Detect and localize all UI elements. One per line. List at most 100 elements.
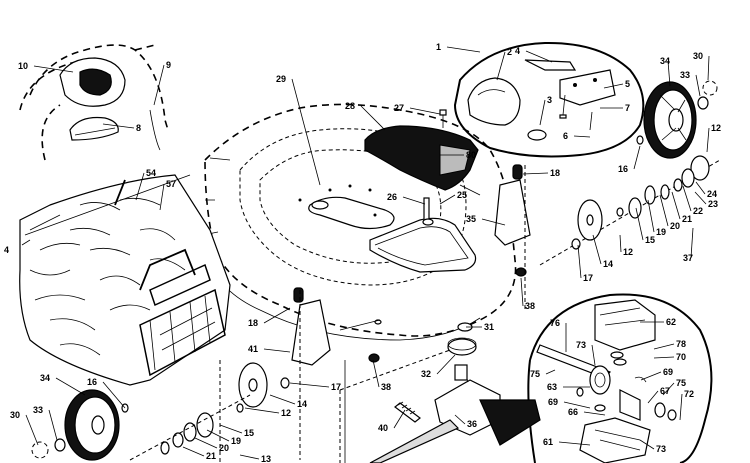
- callout-leader-line: [206, 429, 230, 442]
- callout-number-31: 31: [484, 322, 494, 332]
- bracket-plate-icon: [559, 69, 616, 106]
- callout-number-15: 15: [645, 235, 655, 245]
- callout-number-57: 57: [166, 179, 176, 189]
- callout-number-69: 69: [663, 367, 673, 377]
- callout-number-17: 17: [331, 382, 341, 392]
- callout-leader-line: [583, 411, 606, 416]
- callout-leader-line: [33, 65, 74, 73]
- pinion-gear-icon: [690, 155, 710, 181]
- callout-leader-line: [563, 401, 591, 409]
- callout-leader-line: [159, 183, 165, 211]
- callout-leader-line: [647, 390, 659, 404]
- left-front-parts: [129, 287, 382, 463]
- callout-number-61: 61: [543, 437, 553, 447]
- callout-leader-line: [409, 107, 441, 115]
- handle-top-assembly: [19, 44, 169, 161]
- callout-number-30: 30: [10, 410, 20, 420]
- callout-leader-line: [539, 99, 546, 126]
- callout-number-12: 12: [281, 408, 291, 418]
- callout-leader-line: [219, 424, 243, 434]
- callout-number-14: 14: [603, 259, 613, 269]
- callout-leader-line: [360, 105, 386, 131]
- callout-number-78: 78: [676, 339, 686, 349]
- callout-number-2: 2: [507, 47, 512, 57]
- callout-leader-line: [653, 356, 675, 359]
- callout-leader-line: [707, 55, 710, 81]
- height-adjust-bracket-icon: [494, 179, 531, 246]
- callout-leader-line: [545, 369, 556, 375]
- callout-leader-line: [520, 277, 524, 307]
- height-adjust-bracket-left-icon: [291, 299, 331, 366]
- callout-number-37: 37: [683, 253, 693, 263]
- callout-leader-line: [619, 234, 622, 253]
- adjuster-knob-icon: [512, 164, 523, 180]
- callout-leader-line: [695, 181, 706, 195]
- callout-leader-line: [102, 123, 135, 129]
- callout-number-70: 70: [676, 352, 686, 362]
- callout-number-40: 40: [378, 423, 388, 433]
- bolt-27-icon: [439, 109, 447, 128]
- callout-number-19: 19: [231, 436, 241, 446]
- callout-number-4: 4: [515, 46, 520, 56]
- callout-number-22: 22: [693, 206, 703, 216]
- callout-leader-line: [640, 371, 662, 381]
- callout-number-30: 30: [693, 51, 703, 61]
- callout-number-26: 26: [387, 192, 397, 202]
- callout-leader-line: [558, 441, 591, 446]
- callout-number-72: 72: [684, 389, 694, 399]
- callout-leader-line: [55, 377, 86, 396]
- callout-number-1: 1: [436, 42, 441, 52]
- callout-leader-line: [436, 354, 456, 375]
- callout-leader-line: [591, 344, 596, 366]
- callout-leader-line: [372, 359, 380, 388]
- callout-number-34: 34: [660, 56, 670, 66]
- callout-number-19: 19: [656, 227, 666, 237]
- callout-leader-line: [496, 51, 506, 81]
- callout-number-12: 12: [623, 247, 633, 257]
- callout-leader-line: [667, 60, 671, 87]
- callout-number-8: 8: [136, 123, 141, 133]
- spring-icon: [394, 402, 421, 423]
- callout-number-36: 36: [467, 419, 477, 429]
- callout-number-73: 73: [576, 340, 586, 350]
- callout-number-67: 67: [660, 386, 670, 396]
- callout-number-62: 62: [666, 317, 676, 327]
- blade-icon: [308, 196, 395, 230]
- gearbox-cover-icon: [594, 299, 656, 351]
- callout-number-38: 38: [381, 382, 391, 392]
- callout-leader-line: [573, 135, 591, 138]
- callout-number-9: 9: [166, 60, 171, 70]
- callout-leader-line: [393, 409, 406, 429]
- callout-leader-line: [289, 382, 330, 388]
- callout-leader-line: [25, 414, 39, 446]
- callout-number-6: 6: [563, 131, 568, 141]
- callout-leader-line: [525, 50, 553, 63]
- callout-leader-line: [481, 218, 506, 226]
- callout-number-18: 18: [550, 168, 560, 178]
- callout-number-23: 23: [708, 199, 718, 209]
- gearbox-housing-icon: [579, 417, 651, 463]
- rear-wheel-right: [643, 80, 718, 159]
- callout-number-63: 63: [547, 382, 557, 392]
- callout-leader-line: [48, 409, 58, 441]
- callout-leader-line: [182, 446, 205, 457]
- callout-number-15: 15: [244, 428, 254, 438]
- callout-number-75: 75: [530, 369, 540, 379]
- hub-cap-icon: [697, 96, 709, 110]
- callout-leader-line: [679, 393, 683, 421]
- callout-leader-line: [706, 127, 710, 153]
- callout-number-13: 13: [261, 454, 271, 463]
- callout-leader-line: [446, 46, 481, 53]
- callout-leader-line: [454, 414, 466, 425]
- callout-leader-line: [291, 78, 321, 186]
- callout-leader-line: [695, 74, 701, 97]
- callout-number-21: 21: [206, 451, 216, 461]
- callout-number-17: 17: [583, 273, 593, 283]
- callout-leader-line: [682, 185, 692, 212]
- inset-handle-detail: [453, 41, 645, 158]
- callout-leader-line: [633, 145, 641, 170]
- callout-number-27: 27: [394, 103, 404, 113]
